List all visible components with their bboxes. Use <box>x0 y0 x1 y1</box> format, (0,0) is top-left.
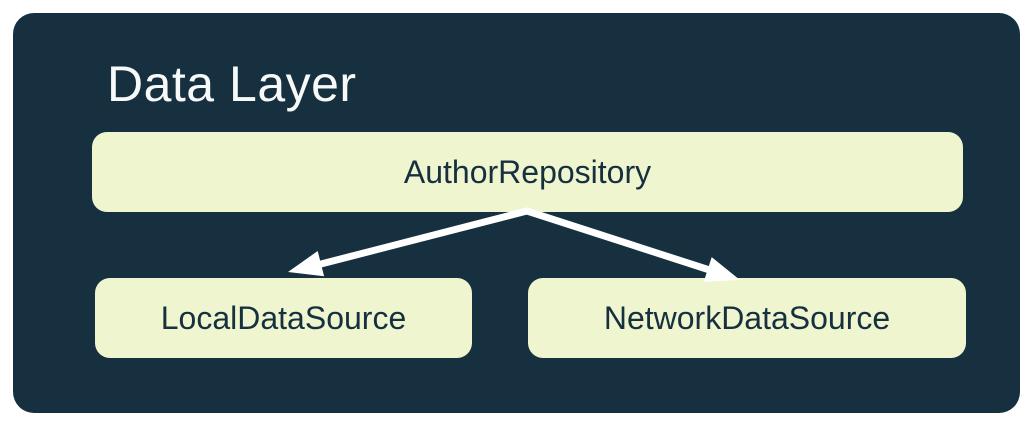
node-network-data-source-label: NetworkDataSource <box>603 299 891 336</box>
node-local-data-source: LocalDataSource <box>95 278 472 358</box>
node-author-repository: AuthorRepository <box>92 132 963 212</box>
diagram-title: Data Layer <box>107 56 357 112</box>
node-author-repository-label: AuthorRepository <box>403 153 652 190</box>
node-network-data-source: NetworkDataSource <box>528 278 966 358</box>
node-local-data-source-label: LocalDataSource <box>160 299 407 336</box>
